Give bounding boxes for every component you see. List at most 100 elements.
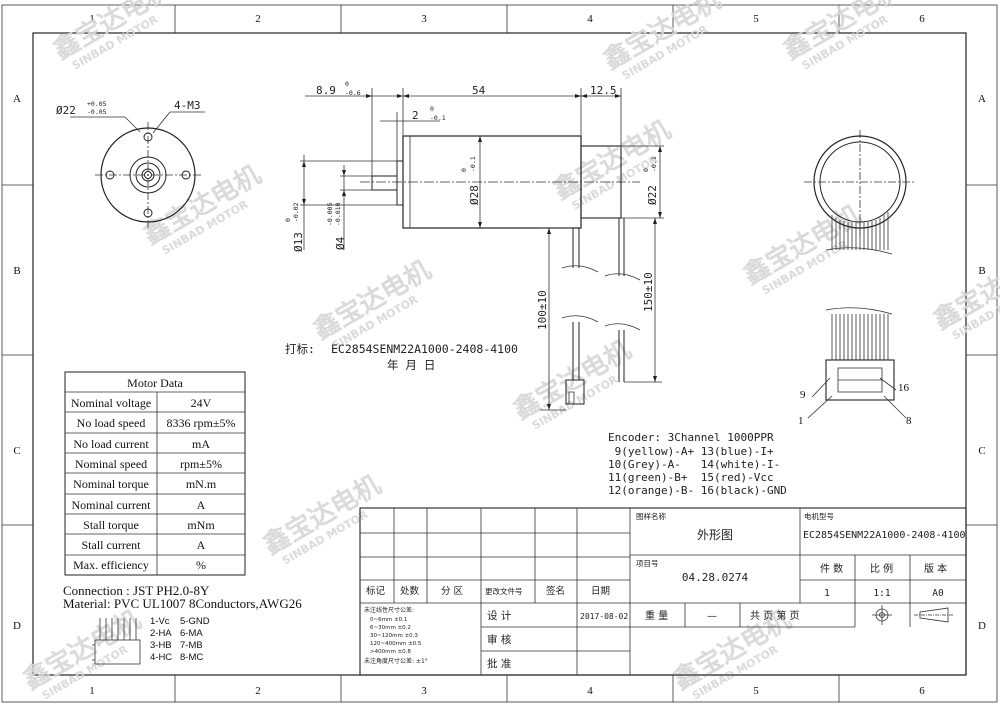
front-dia-tol-lower: -0.05 [87,108,107,116]
pin-map: 7-MB [180,640,203,651]
pages-label: 共 页 第 页 [750,609,800,622]
dim-boss-length-upper: 0 [430,105,434,113]
zone-row-a-left: A [13,93,21,105]
check-label: 审 核 [487,633,512,646]
motor-data-value: % [196,558,206,572]
tolerance-line: 120~400mm ±0.5 [370,641,422,647]
dim-shaft-length: 8.9 [316,84,336,97]
motor-data-title: Motor Data [127,376,183,390]
front-dia-tol-upper: +0.05 [87,100,107,108]
dim-lead-short: 100±10 [536,290,549,330]
zone-col-5-top: 5 [753,13,759,25]
pin-map: 1-Vc [150,616,170,627]
connection-info: Connection : JST PH2.0-8Y Material: PVC … [63,583,302,665]
zone-col-6-top: 6 [919,13,925,25]
zone-col-4-top: 4 [587,13,593,25]
encoder-line: 12(orange)-B- 16(black)-GND [608,484,787,497]
zone-col-2-bottom: 2 [255,685,261,697]
dim-shaft-diameter-upper: -0.005 [326,202,334,226]
dim-shaft-diameter: Ø4 [334,236,347,250]
pin-map: 2-HA [150,628,172,639]
zone-col-1-bottom: 1 [89,685,95,697]
motor-data-value: mNm [187,518,215,532]
project-number: 04.28.0274 [682,571,749,584]
connector-pin-16: 16 [898,382,910,394]
motor-data-label: Nominal speed [75,457,147,471]
front-holes-label: 4-M3 [174,99,201,112]
zone-row-d-left: D [13,620,21,632]
pin-map: 8-MC [180,652,203,663]
version-value: A0 [932,588,944,599]
rev-header: 处数 [400,585,420,597]
project-label: 项目号 [636,559,659,568]
motor-data-label: No load speed [77,416,146,430]
connection-line-1: Connection : JST PH2.0-8Y [63,583,210,598]
dim-boss-diameter-upper: 0 [284,218,292,222]
approve-label: 批 准 [487,657,511,670]
sheet-outer-border [1,4,998,703]
rev-header: 更改文件号 [485,586,523,596]
front-view: Ø22 +0.05 -0.05 4-M3 [56,99,205,228]
pin-map: 6-MA [180,628,203,639]
motor-data-value: rpm±5% [180,457,222,471]
zone-row-d-right: D [978,620,986,632]
connector-pin-9: 9 [800,389,806,401]
motor-data-table: Motor Data Nominal voltage 24V No load s… [64,371,246,576]
tolerance-line: 30~120mm ±0.3 [370,633,418,639]
encoder-title: Encoder: 3Channel 1000PPR [608,431,774,444]
encoder-info: Encoder: 3Channel 1000PPR 9(yellow)-A+ 1… [608,431,787,497]
motor-data-value: mA [192,437,210,451]
pin-map: 5-GND [180,616,210,627]
rev-header: 分 区 [441,586,464,597]
projection-symbol [872,605,954,625]
zone-col-3-top: 3 [421,13,427,25]
design-label: 设 计 [487,609,512,622]
dim-shaft-length-upper: 0 [345,80,349,88]
marking-label: 打标: [285,342,315,356]
connector-pin-1: 1 [798,415,804,427]
motor-data-label: Max. efficiency [73,558,149,572]
encoder-line: 10(Grey)-A- 14(white)-I- [608,458,780,471]
design-date: 2017-08-02 [580,612,628,621]
zone-col-3-bottom: 3 [421,685,427,697]
tolerance-line: >400mm ±0.8 [370,649,411,655]
version-label: 版 本 [924,562,947,575]
marking-date: 年 月 日 [387,358,435,372]
qty-label: 件 数 [820,562,843,575]
dim-body-diameter-upper: 0 [460,168,468,172]
tolerance-title: 未注线性尺寸公差: [364,606,414,614]
rev-header: 日期 [591,586,610,597]
dim-body-length: 54 [472,84,486,97]
motor-data-label: Stall current [82,538,142,552]
zone-row-a-right: A [978,93,986,105]
dim-encoder-diameter-lower: -0.1 [650,156,658,172]
scale-value: 1:1 [873,588,890,599]
zone-col-5-bottom: 5 [753,685,759,697]
dim-lead-long: 150±10 [642,272,655,312]
dim-body-diameter-lower: -0.1 [469,156,477,172]
connector-sketch [92,618,141,665]
dim-boss-length-lower: -0.1 [430,114,446,122]
title-block: 标记 处数 分 区 更改文件号 签名 日期 图样名称 外形图 电机型号 项目号 … [359,507,967,676]
dim-boss-length: 2 [412,109,419,122]
model-label: 电机型号 [804,511,834,521]
zone-row-b-right: B [978,265,985,277]
encoder-line: 11(green)-B+ 15(red)-Vcc [608,471,774,484]
watermark-text: 鑫宝达电机 [598,0,726,76]
motor-data-label: Stall torque [83,518,139,532]
rear-view: 9 16 1 8 [798,130,916,427]
model-value: EC2854SENM22A1000-2408-4100 [803,530,966,541]
weight-value: — [707,611,717,622]
pin-map: 4-HC [150,652,172,663]
connection-line-2: Material: PVC UL1007 8Conductors,AWG26 [63,596,302,611]
motor-data-value: mN.m [186,477,217,491]
motor-data-value: A [197,498,206,512]
marking-code: EC2854SENM22A1000-2408-4100 [331,342,518,356]
connector-body [825,359,895,401]
motor-data-value: 24V [191,396,212,410]
dim-shaft-length-lower: -0.6 [345,89,361,97]
tolerance-line: 0~6mm ±0.1 [370,617,407,623]
dim-boss-diameter-lower: -0.02 [292,202,300,222]
